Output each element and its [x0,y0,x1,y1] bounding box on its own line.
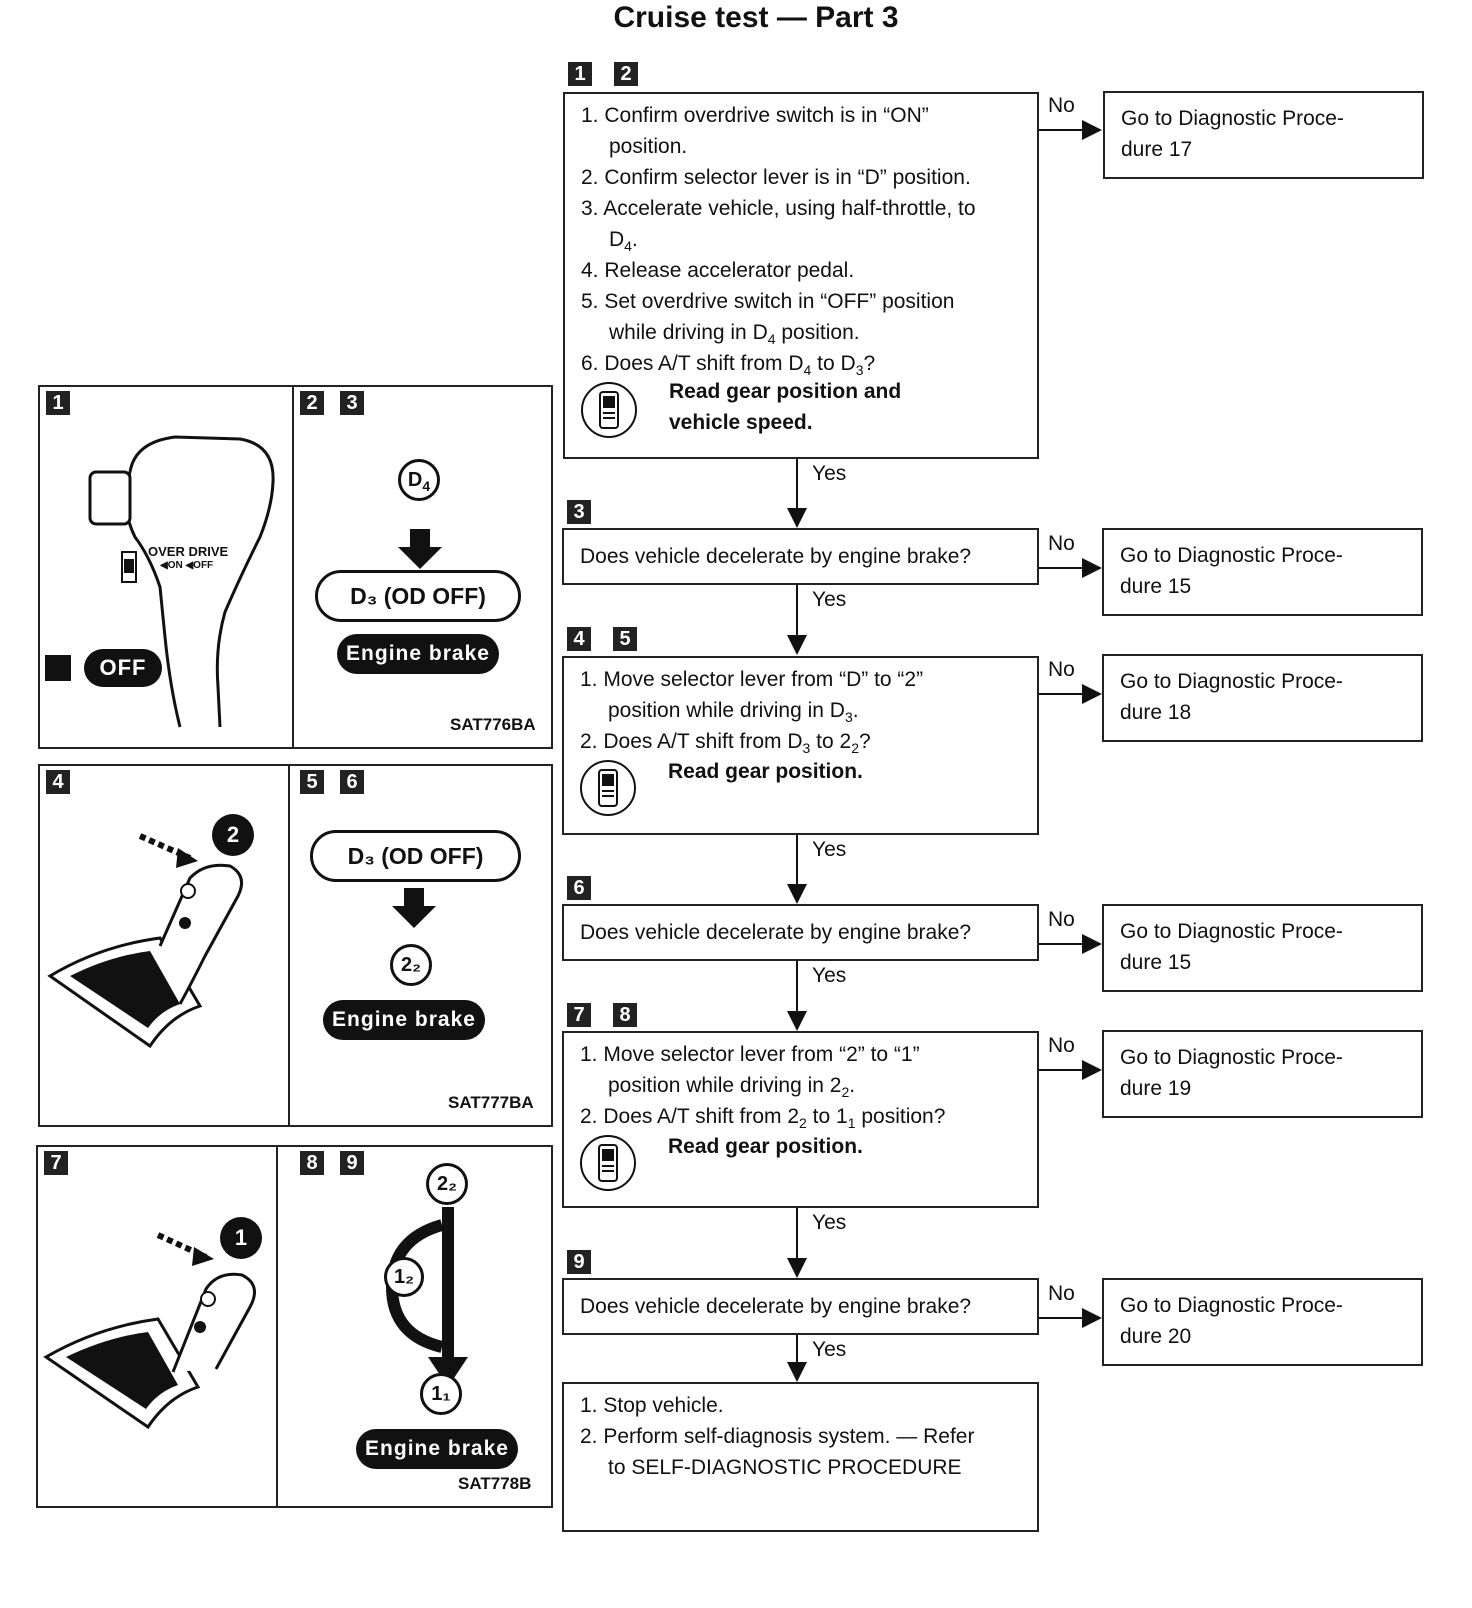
figure-code: SAT778B [458,1474,532,1493]
s4-yes-label: Yes [812,838,847,861]
selector-lever-icon [47,833,244,1049]
step-9-box: Does vehicle decelerate by engine brake? [562,1278,1039,1335]
figure-code: SAT776BA [450,715,536,734]
step-1-box: 1. Confirm overdrive switch is in “ON” p… [563,92,1039,459]
s7-yes-label: Yes [812,1211,847,1234]
step-number-1: 1 [568,62,592,86]
s4-no-label: No [1048,658,1075,681]
s6-no-target: Go to Diagnostic Proce-dure 15 [1102,904,1423,992]
s7-line-3: 2. Does A/T shift from 22 to 11 position… [580,1105,946,1132]
s4-line-2: position while driving in D3. [608,699,859,726]
illustration-panel-1: 1 2 3 OVER DRIVE ◀ON ◀OFF OFF D4 D₃ (OD … [38,385,553,749]
step-number-6: 6 [567,876,591,900]
s9-yes-label: Yes [812,1338,847,1361]
engine-brake-badge: Engine brake [323,1000,485,1040]
step-7-box: 1. Move selector lever from “2” to “1” p… [562,1031,1039,1208]
gear-11-icon: 1₁ [420,1373,462,1415]
step-6-box: Does vehicle decelerate by engine brake? [562,904,1039,961]
step-number-7: 7 [567,1003,591,1027]
panel1-num-1: 1 [46,391,70,415]
lever-position-badge: 2 [212,814,254,856]
s1-line-1: 1. Confirm overdrive switch is in “ON” [581,104,929,127]
s9-no-label: No [1048,1282,1075,1305]
s7-line-1: 1. Move selector lever from “2” to “1” [580,1043,920,1066]
figure-code: SAT777BA [448,1093,534,1112]
s1-line-7: 5. Set overdrive switch in “OFF” positio… [581,290,955,313]
off-badge: OFF [84,649,162,687]
step-number-4: 4 [567,627,591,651]
panel2-num-5: 5 [300,770,324,794]
engine-brake-badge: Engine brake [337,634,499,674]
step-number-5: 5 [613,627,637,651]
s7-line-2: position while driving in 22. [608,1074,856,1101]
s1-line-2: position. [609,135,688,158]
s3-yes-label: Yes [812,588,847,611]
page-title: Cruise test — Part 3 [613,1,899,34]
s4-note: Read gear position. [668,760,863,783]
s9-no-target: Go to Diagnostic Proce-dure 20 [1102,1278,1423,1366]
consult-tester-icon [580,1135,636,1191]
panel3-num-7: 7 [44,1151,68,1175]
lever-position-badge: 1 [220,1217,262,1259]
s3-no-target: Go to Diagnostic Proce-dure 15 [1102,528,1423,616]
od-off-badge: D₃ (OD OFF) [310,830,521,882]
s6-no-label: No [1048,908,1075,931]
s1-line-4: 3. Accelerate vehicle, using half-thrott… [581,197,976,220]
final-line-1: 1. Stop vehicle. [580,1394,724,1417]
s1-yes-label: Yes [812,462,847,485]
shift-knob-icon [45,435,275,728]
panel1-num-3: 3 [340,391,364,415]
selector-lever-icon [43,1232,256,1430]
step-number-9: 9 [567,1250,591,1274]
gear-22-icon: 2₂ [426,1163,468,1205]
step-4-box: 1. Move selector lever from “D” to “2” p… [562,656,1039,835]
step-number-8: 8 [613,1003,637,1027]
consult-tester-icon [581,382,637,438]
final-line-3: to SELF-DIAGNOSTIC PROCEDURE [608,1456,962,1479]
step-number-3: 3 [567,500,591,524]
engine-brake-badge: Engine brake [356,1429,518,1469]
od-off-badge: D₃ (OD OFF) [315,570,521,622]
s7-note: Read gear position. [668,1135,863,1158]
panel2-num-6: 6 [340,770,364,794]
step-3-box: Does vehicle decelerate by engine brake? [562,528,1039,585]
final-line-2: 2. Perform self-diagnosis system. — Refe… [580,1425,975,1448]
gear-22-icon: 2₂ [390,944,432,986]
s4-line-1: 1. Move selector lever from “D” to “2” [580,668,924,691]
s1-line-5: D4. [609,228,638,255]
final-box: 1. Stop vehicle. 2. Perform self-diagnos… [562,1382,1039,1532]
s6-yes-label: Yes [812,964,847,987]
down-arrow-icon [392,888,436,928]
s1-line-3: 2. Confirm selector lever is in “D” posi… [581,166,971,189]
s4-line-3: 2. Does A/T shift from D3 to 22? [580,730,871,757]
illustration-panel-3: 7 8 9 1 2₂ 1₂ 1₁ Engine brake SAT778B [36,1145,553,1508]
panel2-num-4: 4 [46,770,70,794]
s1-line-6: 4. Release accelerator pedal. [581,259,855,282]
consult-tester-icon [580,760,636,816]
s1-no-target: Go to Diagnostic Proce-dure 17 [1103,91,1424,179]
s1-line-8: while driving in D4 position. [609,321,860,348]
s4-no-target: Go to Diagnostic Proce-dure 18 [1102,654,1423,742]
panel3-num-8: 8 [300,1151,324,1175]
s7-no-label: No [1048,1034,1075,1057]
down-arrow-icon [398,529,442,569]
s1-line-9: 6. Does A/T shift from D4 to D3? [581,352,876,379]
overdrive-switch-label: OVER DRIVE ◀ON ◀OFF [148,544,229,572]
panel3-num-9: 9 [340,1151,364,1175]
step-number-2: 2 [614,62,638,86]
gear-12-icon: 1₂ [384,1257,424,1297]
s7-no-target: Go to Diagnostic Proce-dure 19 [1102,1030,1423,1118]
illustration-panel-2: 4 5 6 2 D₃ (OD OFF) 2₂ Engine brake SAT7… [38,764,553,1127]
s1-no-label: No [1048,94,1075,117]
gear-d4-icon: D4 [398,459,440,501]
s3-no-label: No [1048,532,1075,555]
panel1-num-2: 2 [300,391,324,415]
